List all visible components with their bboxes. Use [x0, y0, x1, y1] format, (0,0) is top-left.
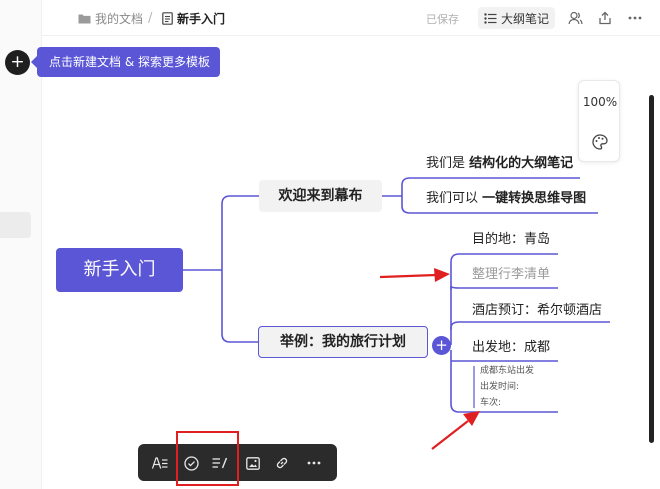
branch-node-trip-plan[interactable]: 举例：我的旅行计划 [258, 326, 428, 358]
connector-trip-up [450, 253, 558, 345]
text-format-icon [152, 457, 168, 469]
doc-title: 新手入门 [177, 11, 226, 26]
more-menu-button[interactable] [626, 9, 644, 27]
collaborate-button[interactable] [566, 9, 584, 27]
more-horizontal-icon [628, 16, 642, 20]
zoom-level[interactable]: 100% [582, 95, 618, 109]
insert-link-button[interactable] [271, 452, 293, 474]
outline-notes-label: 大纲笔记 [501, 11, 550, 26]
leaf-node-welcome-1[interactable]: 我们是 结构化的大纲笔记 [426, 155, 573, 173]
leaf-node-hotel[interactable]: 酒店预订：希尔顿酒店 [472, 303, 603, 318]
departure-note[interactable]: 成都东站出发 出发时间: 车次: [480, 363, 534, 411]
palette-icon [592, 134, 608, 150]
leaf-bold-text: 一键转换思维导图 [482, 191, 587, 206]
image-icon [246, 456, 260, 470]
connector-welcome-1 [401, 177, 580, 196]
add-note-button[interactable] [209, 452, 231, 474]
header-bar: 我的文档 / 新手入门 已保存 大纲笔记 [42, 0, 660, 36]
breadcrumb-separator: / [148, 10, 153, 26]
text-format-button[interactable] [149, 452, 171, 474]
check-circle-icon [183, 455, 199, 471]
leaf-node-packing-list[interactable]: 整理行李清单 [472, 267, 551, 282]
insert-image-button[interactable] [242, 452, 264, 474]
new-document-tooltip[interactable]: 点击新建文档 & 探索更多模板 [31, 47, 220, 77]
share-button[interactable] [596, 9, 614, 27]
leaf-node-destination[interactable]: 目的地：青岛 [472, 232, 551, 247]
annotation-arrow-2 [431, 420, 469, 450]
left-sidebar-strip [0, 0, 42, 489]
annotation-arrows [379, 268, 480, 450]
leaf-node-departure[interactable]: 出发地：成都 [472, 340, 551, 355]
connector-trip-packing [450, 285, 558, 290]
document-icon [162, 11, 173, 25]
zoom-panel: 100% [578, 80, 620, 162]
annotation-highlight-box [176, 431, 239, 486]
link-icon [276, 457, 288, 469]
new-document-button[interactable]: + [5, 50, 30, 75]
leaf-bold-text: 结构化的大纲笔记 [469, 156, 574, 171]
breadcrumb-current[interactable]: 新手入门 [162, 10, 225, 26]
mindmap-root-node[interactable]: 新手入门 [56, 248, 183, 292]
complete-task-button[interactable] [180, 452, 202, 474]
save-status: 已保存 [426, 13, 459, 26]
branch-node-welcome[interactable]: 欢迎来到幕布 [259, 180, 382, 212]
expand-node-button[interactable]: + [432, 336, 451, 355]
breadcrumb-parent-label: 我的文档 [95, 11, 144, 26]
theme-palette-button[interactable] [591, 133, 609, 151]
sidebar-selected-item[interactable] [0, 212, 31, 238]
leaf-text: 我们是 [426, 156, 470, 171]
folder-icon [78, 14, 91, 23]
outline-list-icon [484, 12, 497, 24]
breadcrumb-parent[interactable]: 我的文档 [78, 10, 143, 26]
connector-welcome-2 [401, 196, 598, 214]
leaf-node-welcome-2[interactable]: 我们可以 一键转换思维导图 [426, 190, 586, 208]
users-icon [567, 11, 583, 25]
share-icon [599, 11, 611, 25]
note-line: 出发时间: [480, 382, 520, 392]
annotation-arrow-1 [379, 273, 437, 279]
vertical-scrollbar[interactable] [649, 95, 654, 443]
connector-root-trip [221, 270, 258, 343]
connector-trip-hotel [450, 321, 610, 330]
outline-notes-button[interactable]: 大纲笔记 [478, 7, 556, 29]
toolbar-more-button[interactable] [303, 452, 325, 474]
connector-trip-down [450, 350, 558, 413]
leaf-text: 我们可以 [426, 191, 483, 206]
note-edit-icon [212, 457, 228, 469]
connector-root-welcome [221, 195, 259, 270]
more-icon [307, 461, 321, 465]
note-line: 车次: [480, 398, 502, 408]
note-line: 成都东站出发 [480, 366, 535, 376]
